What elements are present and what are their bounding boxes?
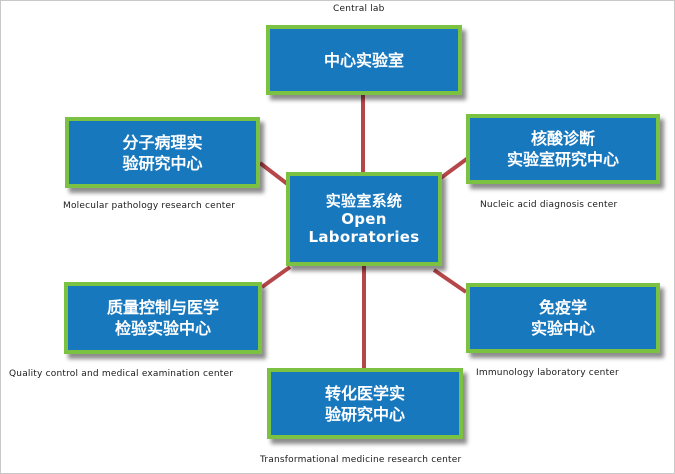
connector-nucleic [436,156,470,182]
hub-line-3: Laboratories [308,228,420,246]
connector-molecular [258,161,292,188]
caption-quality: Quality control and medical examination … [9,369,234,379]
connector-quality [260,265,292,289]
caption-nucleic: Nucleic acid diagnosis center [480,200,618,210]
node-transformational-line-1: 转化医学实 [324,383,405,403]
node-quality-line-1: 质量控制与医学 [106,298,219,317]
node-quality-line-2: 检验实验中心 [114,319,211,338]
caption-central: Central lab [333,4,385,14]
hub-line-1: 实验室系统 [325,192,403,210]
node-central-lab: 中心实验室 [266,25,462,95]
hub-line-2: Open [341,210,387,228]
node-nucleic-line-1: 核酸诊断 [530,129,595,148]
caption-immunology: Immunology laboratory center [476,368,619,378]
caption-transformational: Transformational medicine research cente… [260,455,462,465]
node-molecular-pathology: 分子病理实 验研究中心 [65,117,260,188]
node-central-line-1: 中心实验室 [323,50,404,70]
node-quality-control: 质量控制与医学 检验实验中心 [64,282,262,354]
caption-molecular: Molecular pathology research center [63,201,236,211]
node-molecular-line-1: 分子病理实 [122,132,203,152]
node-open-laboratories: 实验室系统 Open Laboratories [286,172,442,266]
node-immunology-line-1: 免疫学 [538,298,587,317]
node-nucleic-line-2: 实验室研究中心 [506,150,619,169]
node-immunology: 免疫学 实验中心 [466,283,660,353]
node-transformational-medicine: 转化医学实 验研究中心 [267,368,463,439]
node-transformational-line-2: 验研究中心 [324,404,405,424]
node-nucleic-acid: 核酸诊断 实验室研究中心 [466,114,660,184]
node-molecular-line-2: 验研究中心 [122,153,203,173]
connector-immunology [432,268,468,294]
node-immunology-line-2: 实验中心 [530,319,595,338]
